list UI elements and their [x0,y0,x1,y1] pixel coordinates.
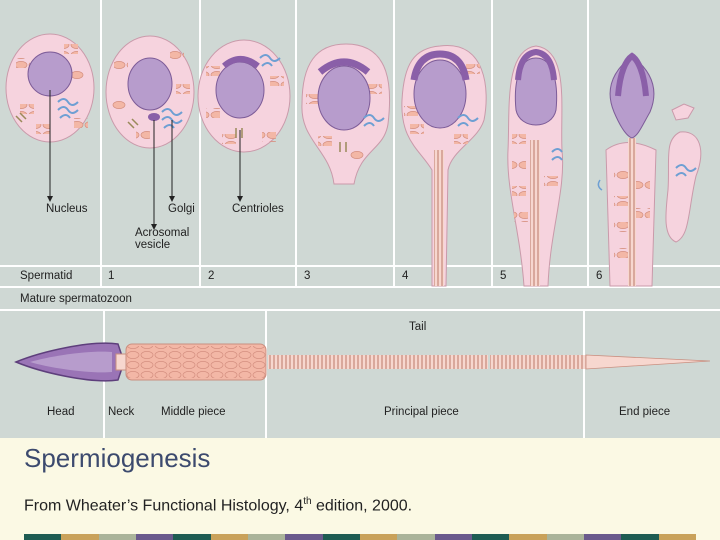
mature-spermatozoon-heading: Mature spermatozoon [20,293,132,305]
stage-2-cell [198,40,290,152]
centrioles-label: Centrioles [232,203,284,215]
stripe-segment [24,534,61,540]
stripe-segment [61,534,98,540]
acrosomal-vesicle-label-line2: vesicle [135,239,170,251]
stripe-segment [211,534,248,540]
stripe-segment [360,534,397,540]
caption-source-superscript: th [303,496,311,507]
stripe-segment [397,534,434,540]
spermatid-label: Spermatid [20,270,72,282]
stripe-segment [136,534,173,540]
neck-label: Neck [108,406,134,418]
stripe-segment [509,534,546,540]
golgi-label: Golgi [168,203,195,215]
figure-drawing [0,0,720,438]
stripe-segment [285,534,322,540]
middle-piece-label: Middle piece [161,406,226,418]
stripe-segment [584,534,621,540]
stripe-segment [99,534,136,540]
spermiogenesis-figure: Nucleus Golgi Centrioles Acrosomal vesic… [0,0,720,438]
head-label: Head [47,406,75,418]
stage-label-6: 6 [596,270,602,282]
tail-label: Tail [409,321,426,333]
stripe-segment [173,534,210,540]
stripe-segment [621,534,658,540]
footer-color-stripe [24,534,696,540]
principal-piece-label: Principal piece [384,406,459,418]
stage-label-1: 1 [108,270,114,282]
caption-source: From Wheater’s Functional Histology, 4th… [24,496,412,515]
stage-label-5: 5 [500,270,506,282]
acrosomal-vesicle-label-line1: Acrosomal [135,227,189,239]
caption-source-text: From Wheater’s Functional Histology, 4 [24,497,303,514]
stage-label-4: 4 [402,270,408,282]
end-piece-label: End piece [619,406,670,418]
caption-title: Spermiogenesis [24,443,210,474]
stripe-segment [659,534,696,540]
stripe-segment [248,534,285,540]
nucleus-label: Nucleus [46,203,88,215]
stage-1-cell [106,36,194,148]
stripe-segment [547,534,584,540]
stripe-segment [323,534,360,540]
stripe-segment [472,534,509,540]
stripe-segment [435,534,472,540]
stage-label-2: 2 [208,270,214,282]
caption-source-text-end: edition, 2000. [312,497,413,514]
stage-label-3: 3 [304,270,310,282]
